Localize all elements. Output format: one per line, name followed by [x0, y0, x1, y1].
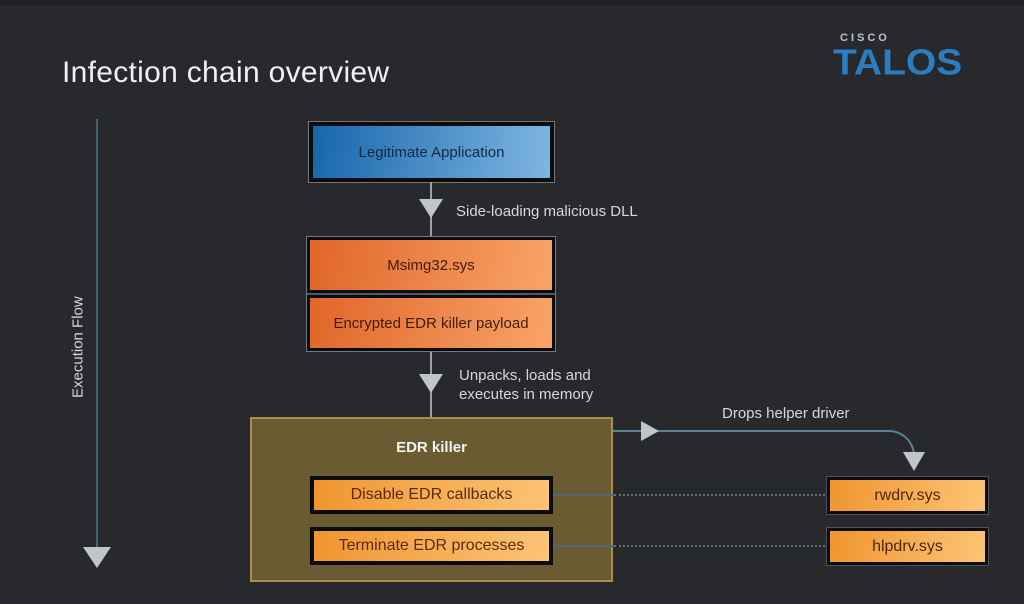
node-encrypted-payload: Encrypted EDR killer payload: [307, 295, 555, 351]
down-arrow-icon: [903, 452, 925, 471]
talos-wordmark: TALOS: [833, 43, 963, 83]
connector-terminate-to-hlpdrv-dotted: [614, 545, 825, 547]
node-rwdrv: rwdrv.sys: [826, 476, 989, 515]
execution-flow-line: [96, 119, 98, 547]
down-arrow-icon: [419, 374, 443, 393]
node-legitimate-application: Legitimate Application: [308, 121, 555, 183]
connector-disable-to-rwdrv-dotted: [614, 494, 825, 496]
edge-side-loading-label: Side-loading malicious DLL: [456, 203, 638, 220]
top-edge-strip: [0, 0, 1024, 6]
edge-drops-helper-label: Drops helper driver: [722, 405, 850, 422]
cisco-talos-logo: CISCO TALOS: [833, 32, 1003, 84]
node-disable-edr-callbacks: Disable EDR callbacks: [310, 476, 553, 514]
right-arrow-icon: [641, 421, 659, 441]
node-edr-killer-title: EDR killer: [396, 439, 467, 456]
edge-unpacks-label-line1: Unpacks, loads and: [459, 367, 591, 384]
node-edr-killer-group: EDR killer Disable EDR callbacks Termina…: [250, 417, 613, 582]
node-legitimate-application-label: Legitimate Application: [358, 143, 505, 161]
node-disable-edr-callbacks-label: Disable EDR callbacks: [350, 486, 513, 503]
node-hlpdrv: hlpdrv.sys: [826, 527, 989, 566]
connector-terminate-to-hlpdrv-stub: [553, 545, 614, 547]
page-title: Infection chain overview: [62, 56, 390, 89]
node-msimg32-label: Msimg32.sys: [387, 256, 475, 274]
edge-unpacks-label-line2: executes in memory: [459, 386, 594, 403]
node-encrypted-payload-label: Encrypted EDR killer payload: [333, 314, 529, 332]
down-arrow-icon: [419, 199, 443, 218]
execution-flow-arrowhead-icon: [83, 547, 111, 568]
node-hlpdrv-label: hlpdrv.sys: [872, 537, 943, 555]
edge-unpacks-label: Unpacks, loads and executes in memory: [459, 366, 593, 404]
cisco-wordmark: CISCO: [840, 32, 890, 44]
node-terminate-edr-processes-label: Terminate EDR processes: [338, 537, 525, 554]
node-terminate-edr-processes: Terminate EDR processes: [310, 527, 553, 565]
connector-disable-to-rwdrv-stub: [553, 494, 614, 496]
dll-group: Msimg32.sys Encrypted EDR killer payload: [306, 236, 556, 352]
execution-flow-label: Execution Flow: [69, 296, 87, 398]
node-msimg32: Msimg32.sys: [307, 237, 555, 293]
node-rwdrv-label: rwdrv.sys: [874, 486, 941, 504]
